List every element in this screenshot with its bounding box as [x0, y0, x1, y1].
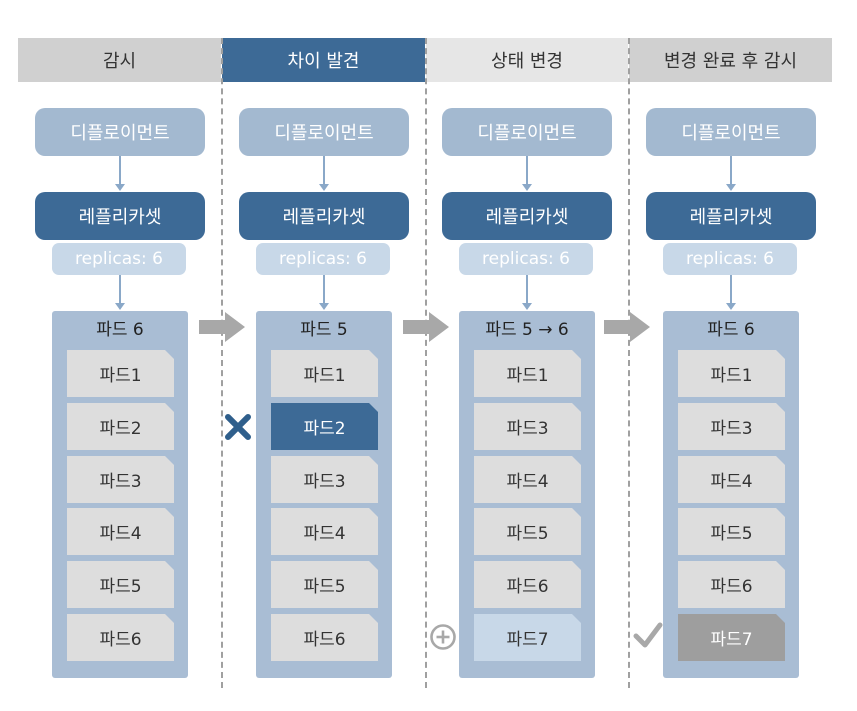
replicaset-label: 레플리카셋: [78, 207, 162, 228]
plus-circle-icon: [430, 624, 456, 650]
replicaset-node: 레플리카셋: [35, 192, 205, 240]
pod-item: 파드4: [474, 456, 581, 503]
header-detect: 차이 발견: [222, 38, 425, 82]
header-watch-label: 감시: [102, 51, 137, 72]
column-divider: [221, 38, 223, 688]
header-detect-label: 차이 발견: [287, 51, 360, 72]
replicaset-node: 레플리카셋: [442, 192, 612, 240]
pod-item: 파드5: [271, 561, 378, 608]
connector-arrowhead: [522, 303, 532, 310]
pod-item: 파드4: [678, 456, 785, 503]
pod-item: 파드2: [67, 403, 174, 450]
connector-line: [526, 156, 528, 184]
replicaset-label: 레플리카셋: [282, 207, 366, 228]
pod-group-title: 파드 6: [707, 319, 755, 340]
deployment-node: 디플로이먼트: [442, 108, 612, 156]
pod-group-title: 파드 6: [96, 319, 144, 340]
connector-arrowhead: [319, 303, 329, 310]
pod-item: 파드1: [67, 350, 174, 397]
pod-item: 파드6: [67, 614, 174, 661]
connector-line: [119, 275, 121, 303]
flow-arrow-icon: [199, 312, 245, 342]
column-divider: [628, 38, 630, 688]
header-change-label: 상태 변경: [491, 51, 563, 72]
pod-group: 파드 6 파드1 파드2 파드3 파드4 파드5 파드6: [52, 311, 188, 678]
pod-group: 파드 5 파드1 파드2 파드3 파드4 파드5 파드6: [256, 311, 392, 678]
deployment-label: 디플로이먼트: [274, 123, 374, 144]
connector-arrowhead: [115, 303, 125, 310]
connector-line: [323, 156, 325, 184]
replicas-badge: replicas: 6: [459, 243, 593, 275]
deployment-label: 디플로이먼트: [70, 123, 170, 144]
header-watch: 감시: [18, 38, 221, 82]
pod-group-title: 파드 5: [300, 319, 348, 340]
pod-item: 파드5: [678, 508, 785, 555]
connector-arrowhead: [522, 184, 532, 191]
pod-item: 파드1: [678, 350, 785, 397]
connector-arrowhead: [319, 184, 329, 191]
pod-item: 파드3: [67, 456, 174, 503]
pod-item-new: 파드7: [474, 614, 581, 661]
pod-item: 파드5: [67, 561, 174, 608]
pod-item: 파드5: [474, 508, 581, 555]
replicas-label: replicas: 6: [686, 249, 774, 269]
pod-item: 파드6: [271, 614, 378, 661]
connector-line: [526, 275, 528, 303]
deployment-node: 디플로이먼트: [239, 108, 409, 156]
connector-arrowhead: [726, 303, 736, 310]
replicas-badge: replicas: 6: [256, 243, 390, 275]
pod-item-restored: 파드7: [678, 614, 785, 661]
pod-item: 파드3: [271, 456, 378, 503]
check-icon: [633, 622, 663, 648]
deployment-label: 디플로이먼트: [477, 123, 577, 144]
pod-item: 파드3: [474, 403, 581, 450]
replicaset-label: 레플리카셋: [485, 207, 569, 228]
header-after: 변경 완료 후 감시: [629, 38, 832, 82]
connector-arrowhead: [726, 184, 736, 191]
pod-item: 파드1: [474, 350, 581, 397]
deployment-node: 디플로이먼트: [35, 108, 205, 156]
pod-item: 파드3: [678, 403, 785, 450]
pod-item-crashed: 파드2: [271, 403, 378, 450]
column-divider: [425, 38, 427, 688]
flow-arrow-icon: [403, 312, 449, 342]
replicaset-label: 레플리카셋: [689, 207, 773, 228]
flow-arrow-icon: [604, 312, 650, 342]
header-change: 상태 변경: [426, 38, 628, 82]
replicas-label: replicas: 6: [482, 249, 570, 269]
replicaset-node: 레플리카셋: [646, 192, 816, 240]
connector-line: [323, 275, 325, 303]
pod-item: 파드4: [271, 508, 378, 555]
replicas-label: replicas: 6: [279, 249, 367, 269]
replicas-badge: replicas: 6: [52, 243, 186, 275]
replicas-label: replicas: 6: [75, 249, 163, 269]
deployment-node: 디플로이먼트: [646, 108, 816, 156]
pod-item: 파드4: [67, 508, 174, 555]
pod-item: 파드1: [271, 350, 378, 397]
x-mark-icon: [225, 414, 251, 440]
pod-group: 파드 6 파드1 파드3 파드4 파드5 파드6 파드7: [663, 311, 799, 678]
pod-group-title: 파드 5 → 6: [485, 319, 569, 340]
connector-line: [119, 156, 121, 184]
pod-item: 파드6: [474, 561, 581, 608]
header-after-label: 변경 완료 후 감시: [663, 51, 798, 72]
pod-item: 파드6: [678, 561, 785, 608]
connector-line: [730, 275, 732, 303]
deployment-label: 디플로이먼트: [681, 123, 781, 144]
connector-line: [730, 156, 732, 184]
replicas-badge: replicas: 6: [663, 243, 797, 275]
replicaset-node: 레플리카셋: [239, 192, 409, 240]
pod-group: 파드 5 → 6 파드1 파드3 파드4 파드5 파드6 파드7: [459, 311, 595, 678]
connector-arrowhead: [115, 184, 125, 191]
